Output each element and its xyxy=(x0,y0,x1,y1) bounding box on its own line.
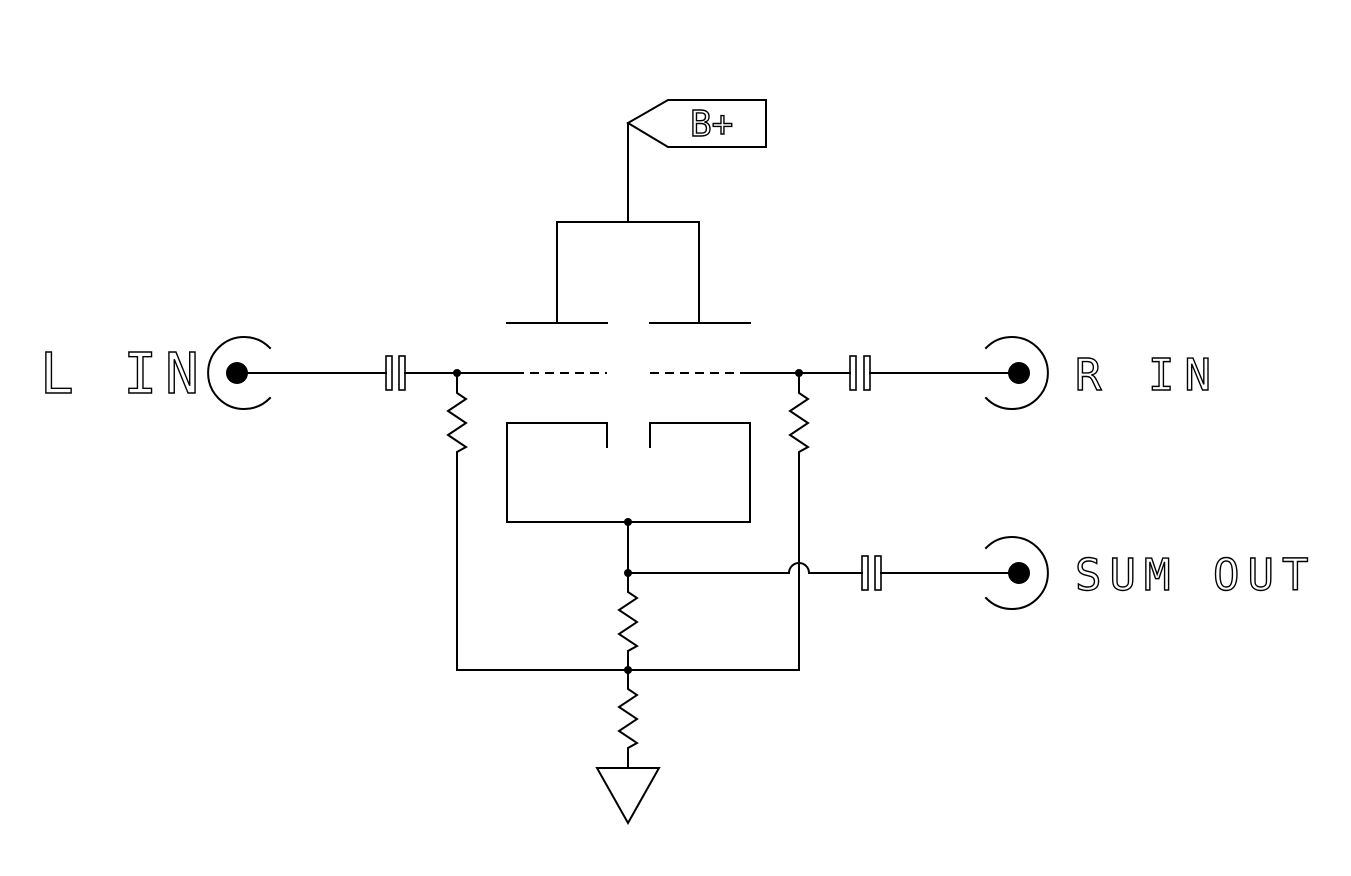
output-wire xyxy=(627,562,863,574)
ground-resistor xyxy=(617,669,639,769)
left-input-label: L IN xyxy=(40,342,207,407)
ground-icon xyxy=(595,767,661,826)
b-plus-label: B+ xyxy=(690,104,733,145)
plate-bracket xyxy=(556,221,700,324)
right-input-label: R IN xyxy=(1075,350,1221,401)
right-coupling-capacitor xyxy=(849,355,871,391)
twin-triode-valve xyxy=(506,322,751,523)
right-grid-resistor xyxy=(788,372,810,671)
left-jack-shell xyxy=(207,336,272,410)
cathode-resistor xyxy=(617,572,639,671)
sum-output-jack xyxy=(984,536,1049,610)
left-grid-resistor xyxy=(446,372,468,671)
output-coupling-capacitor xyxy=(861,555,882,591)
b-plus-supply-flag: B+ xyxy=(626,99,767,148)
left-cathode xyxy=(506,422,629,523)
sum-jack-shell xyxy=(984,536,1049,610)
left-coupling-capacitor xyxy=(385,355,406,391)
right-jack-shell xyxy=(984,336,1049,410)
sum-output-label: SUM OUT xyxy=(1075,550,1316,601)
right-cathode xyxy=(627,422,751,523)
sum-jack-pin xyxy=(1008,562,1030,584)
